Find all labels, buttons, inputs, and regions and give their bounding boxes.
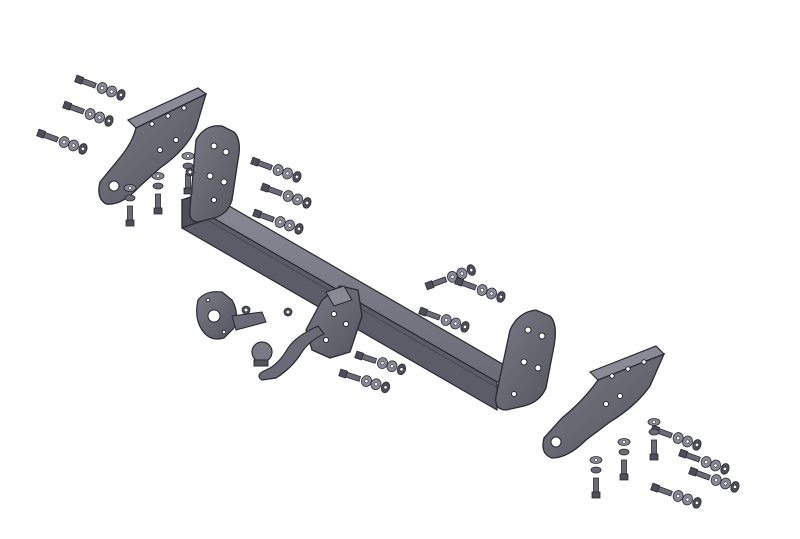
center-left-bolt-set [250,156,312,235]
loose-nut [283,307,293,317]
left-mount-bracket [98,87,208,205]
lower-right-bolt-set [650,424,740,509]
loose-nut [241,305,251,315]
tow-ball-neck [251,285,363,381]
right-mount-bracket [542,345,666,459]
loose-nut [185,167,195,177]
socket-plate [196,291,267,340]
fasteners-layer [36,74,740,509]
center-right-bolt-set [418,264,506,333]
upper-left-bolt-set [36,74,126,155]
lower-right-vertical-bolt-set [589,418,661,499]
left-arm-bracket [189,125,240,223]
right-arm-bracket [495,309,556,411]
hitch-bolt-set [338,350,407,394]
